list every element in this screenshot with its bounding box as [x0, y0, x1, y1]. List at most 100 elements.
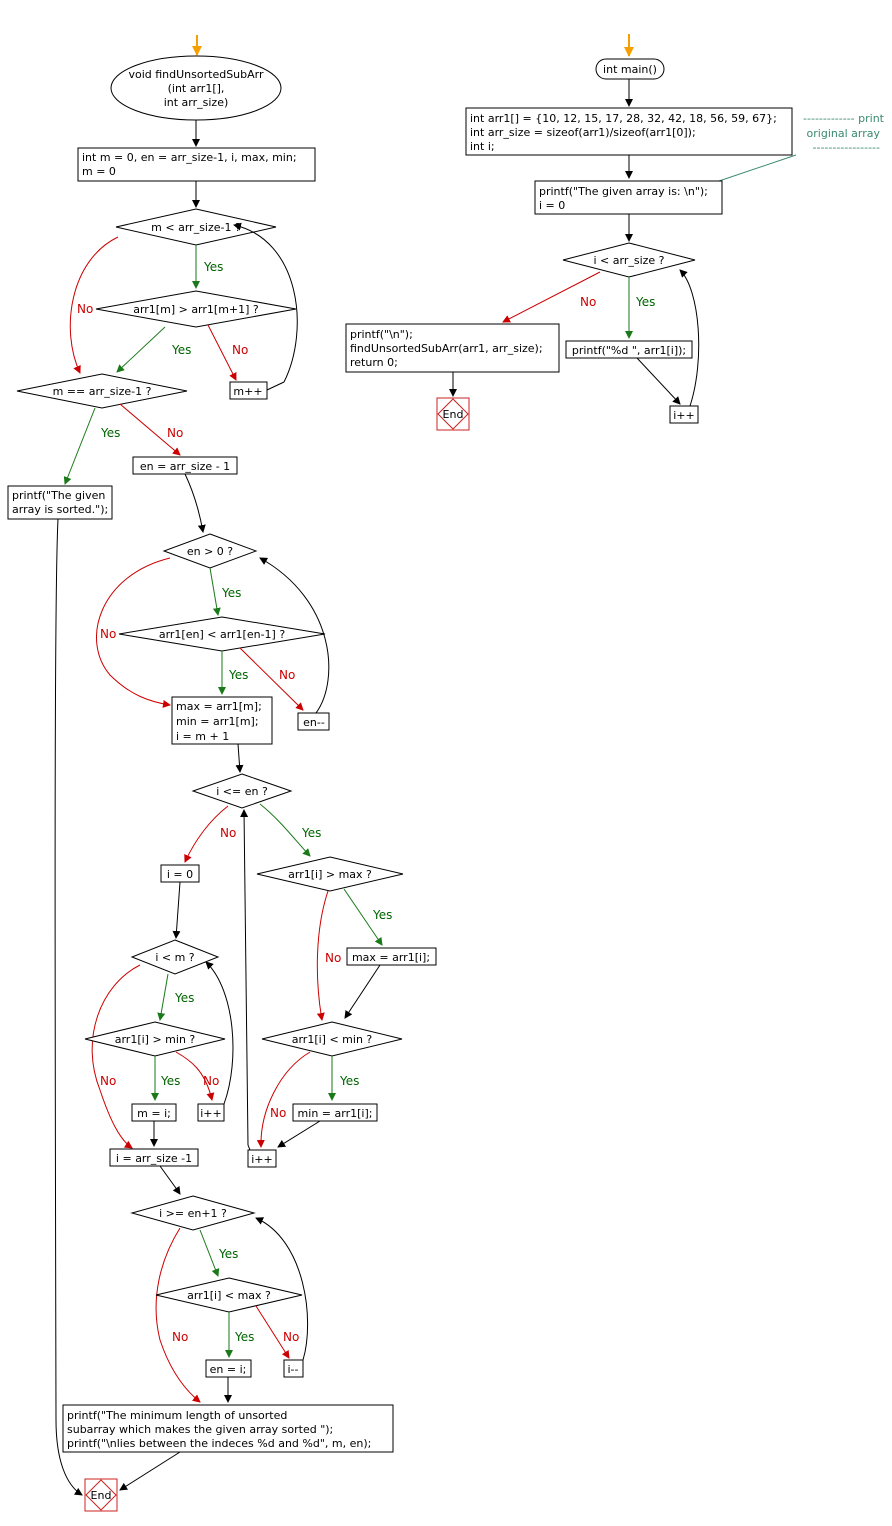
edge-mloop-no: [69, 236, 119, 374]
label-no-ilm: No: [100, 1074, 116, 1088]
print-given-array-box: printf("The given array is: \n"); i = 0: [534, 180, 723, 215]
edge-idec-loopback: [255, 1217, 309, 1361]
max-min-line1: max = arr1[m];: [176, 700, 262, 713]
left-end-node: End: [84, 1478, 118, 1512]
edge-gtmax-yes: [343, 888, 383, 946]
max-update-box: max = arr1[i];: [346, 947, 437, 966]
edge-maxmin-iloop: [235, 743, 244, 773]
en-assign-box: en = i;: [205, 1359, 252, 1378]
edge-gtmin-no: [175, 1051, 215, 1101]
label-no-enloop: No: [100, 627, 116, 641]
decision-greater-min-text: arr1[i] > min ?: [115, 1033, 196, 1046]
decision-i-lt-size-text: i < arr_size ?: [593, 254, 664, 267]
i-increment-box-a: i++: [247, 1149, 277, 1168]
i-increment-a-text: i++: [251, 1153, 273, 1166]
decision-compare-adjacent-text: arr1[m] > arr1[m+1] ?: [133, 303, 259, 316]
label-yes-sorted: Yes: [100, 426, 120, 440]
declaration-line1: int arr1[] = {10, 12, 15, 17, 28, 32, 42…: [470, 112, 777, 125]
print-sorted-box: printf("The given array is sorted.");: [7, 485, 113, 520]
edge-minc-out: [266, 381, 285, 391]
label-no-sorted: No: [167, 426, 183, 440]
print-given-line2: i = 0: [539, 199, 565, 212]
label-no-right: No: [580, 295, 596, 309]
edge-sorted-no: [119, 403, 181, 456]
final-print-line1: printf("The minimum length of unsorted: [67, 1409, 287, 1422]
decision-greater-max-text: arr1[i] > max ?: [288, 868, 372, 881]
label-yes-ltmin: Yes: [339, 1074, 359, 1088]
decision-en-loop: en > 0 ?: [162, 533, 258, 569]
decision-sorted-check-text: m == arr_size-1 ?: [53, 385, 152, 398]
final-print-box: printf("The minimum length of unsorted s…: [62, 1404, 394, 1453]
edge-ltmin-no: [256, 1051, 311, 1148]
edge-right-loopback: [679, 269, 700, 407]
edge-iinc-a-loopback: [240, 809, 251, 1151]
decision-i-ge-en1: i >= en+1 ?: [130, 1195, 256, 1231]
init-line1: int m = 0, en = arr_size-1, i, max, min;: [82, 151, 297, 164]
en-init-box: en = arr_size - 1: [132, 456, 238, 475]
declaration-box: int arr1[] = {10, 12, 15, 17, 28, 32, 42…: [465, 107, 793, 156]
label-no-ile: No: [220, 826, 236, 840]
decision-i-le-en: i <= en ?: [191, 773, 293, 809]
print-element-text: printf("%d ", arr1[i]);: [572, 344, 686, 357]
init-line2: m = 0: [82, 165, 116, 178]
i-increment-b-text: i++: [200, 1107, 222, 1120]
edge-final-end: [119, 1451, 181, 1491]
en-init-text: en = arr_size - 1: [140, 460, 230, 473]
right-end-text: End: [443, 408, 464, 421]
edge-ile-no: [184, 805, 229, 863]
edge-ilast-loop: [159, 1165, 181, 1195]
i-zero-text: i = 0: [167, 868, 193, 881]
print-element-box: printf("%d ", arr1[i]);: [565, 340, 693, 359]
left-end-text: End: [91, 1489, 112, 1502]
en-decrement-box: en--: [297, 712, 330, 731]
note-line1: ------------- print: [803, 112, 885, 125]
label-no-ige: No: [172, 1330, 188, 1344]
i-decrement-box: i--: [283, 1359, 304, 1378]
m-assign-box: m = i;: [131, 1103, 177, 1122]
decision-sorted-check: m == arr_size-1 ?: [16, 373, 188, 409]
edge-right-no: [502, 271, 601, 323]
edge-endec-loopback: [259, 557, 330, 714]
note-line3: -----------------: [813, 141, 881, 154]
decision-m-loop-text: m < arr_size-1 ?: [151, 221, 241, 234]
max-update-text: max = arr1[i];: [352, 951, 430, 964]
function-header-node: void findUnsortedSubArr (int arr1[], int…: [110, 55, 282, 121]
declaration-line2: int arr_size = sizeof(arr1)/sizeof(arr1[…: [470, 126, 696, 139]
edge-enloop-no: [96, 557, 171, 708]
decision-compare-adjacent: arr1[m] > arr1[m+1] ?: [95, 290, 297, 328]
right-i-increment-text: i++: [673, 409, 695, 422]
decision-greater-min: arr1[i] > min ?: [84, 1021, 226, 1057]
edge-sorted-to-end: [54, 518, 83, 1496]
edge-ltmax-no: [255, 1305, 290, 1359]
en-decrement-text: en--: [303, 716, 325, 729]
i-last-text: i = arr_size -1: [116, 1152, 192, 1165]
main-start-node: int main(): [595, 58, 665, 80]
note-line2: original array: [807, 127, 881, 140]
max-min-line3: i = m + 1: [176, 730, 229, 743]
label-no-gtmax: No: [325, 951, 341, 965]
m-assign-text: m = i;: [137, 1107, 171, 1120]
edge-printelem-iinc: [636, 357, 681, 405]
edge-eninit-enloop: [184, 473, 206, 533]
decision-less-min-text: arr1[i] < min ?: [292, 1033, 373, 1046]
edge-maxupd-ltmin: [344, 964, 381, 1019]
decision-less-max: arr1[i] < max ?: [155, 1277, 303, 1313]
function-header-line3: int arr_size): [164, 96, 229, 109]
note-annotation: ------------- print original array -----…: [803, 112, 885, 154]
label-no-gtmin: No: [203, 1074, 219, 1088]
i-increment-box-b: i++: [197, 1103, 225, 1122]
print-given-line1: printf("The given array is: \n");: [539, 185, 708, 198]
i-zero-box: i = 0: [160, 864, 200, 883]
edge-ilm-yes: [157, 973, 169, 1021]
m-increment-text: m++: [233, 385, 262, 398]
decision-en-loop-text: en > 0 ?: [187, 545, 233, 558]
function-header-line1: void findUnsortedSubArr: [128, 68, 264, 81]
label-yes-ige: Yes: [218, 1247, 238, 1261]
edge-enloop-yes: [209, 567, 221, 616]
decision-greater-max: arr1[i] > max ?: [256, 856, 404, 892]
label-yes-ile: Yes: [301, 826, 321, 840]
note-connector: [715, 154, 797, 183]
edge-cmp-yes: [116, 326, 166, 373]
edge-iinc-b-loopback: [205, 961, 234, 1105]
